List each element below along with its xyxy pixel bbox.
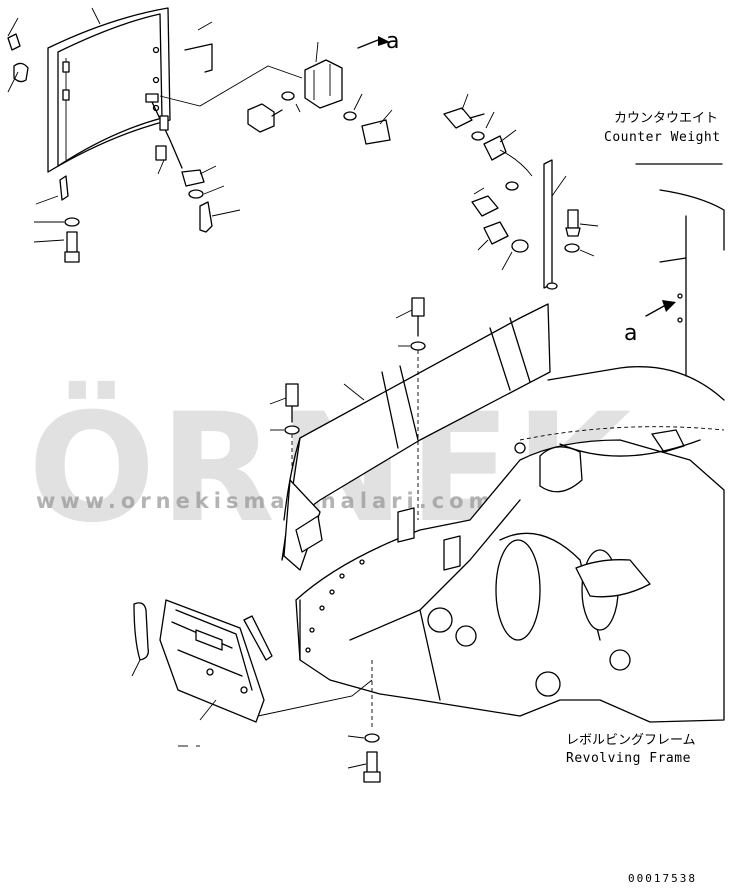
clip-parts-left bbox=[7, 7, 101, 263]
revolving-frame-label: レボルビングフレーム Revolving Frame bbox=[566, 733, 696, 766]
latch-assembly bbox=[145, 93, 241, 233]
counterweight-label: カウンタウエイト Counter Weight bbox=[604, 111, 721, 145]
lock-rod bbox=[184, 21, 213, 73]
rear-cover bbox=[269, 297, 551, 571]
counterweight-label-jp: カウンタウエイト bbox=[614, 111, 718, 126]
revolving-frame-label-jp: レボルビングフレーム bbox=[566, 733, 696, 748]
drawing-number: 00017538 bbox=[628, 872, 697, 885]
under-cover-plate bbox=[131, 599, 373, 747]
side-cover-panel bbox=[47, 7, 171, 173]
counterweight-label-en: Counter Weight bbox=[604, 130, 721, 145]
revolving-frame bbox=[295, 426, 725, 730]
upper-right-bolts bbox=[443, 93, 533, 271]
hinge-bracket: a bbox=[247, 29, 399, 145]
counterweight: a bbox=[547, 163, 725, 401]
view-mark-a-side: a bbox=[624, 321, 637, 346]
view-mark-a-top: a bbox=[386, 29, 399, 54]
bottom-bolt bbox=[347, 733, 381, 783]
revolving-frame-label-en: Revolving Frame bbox=[566, 751, 691, 766]
vertical-bracket bbox=[543, 159, 599, 290]
